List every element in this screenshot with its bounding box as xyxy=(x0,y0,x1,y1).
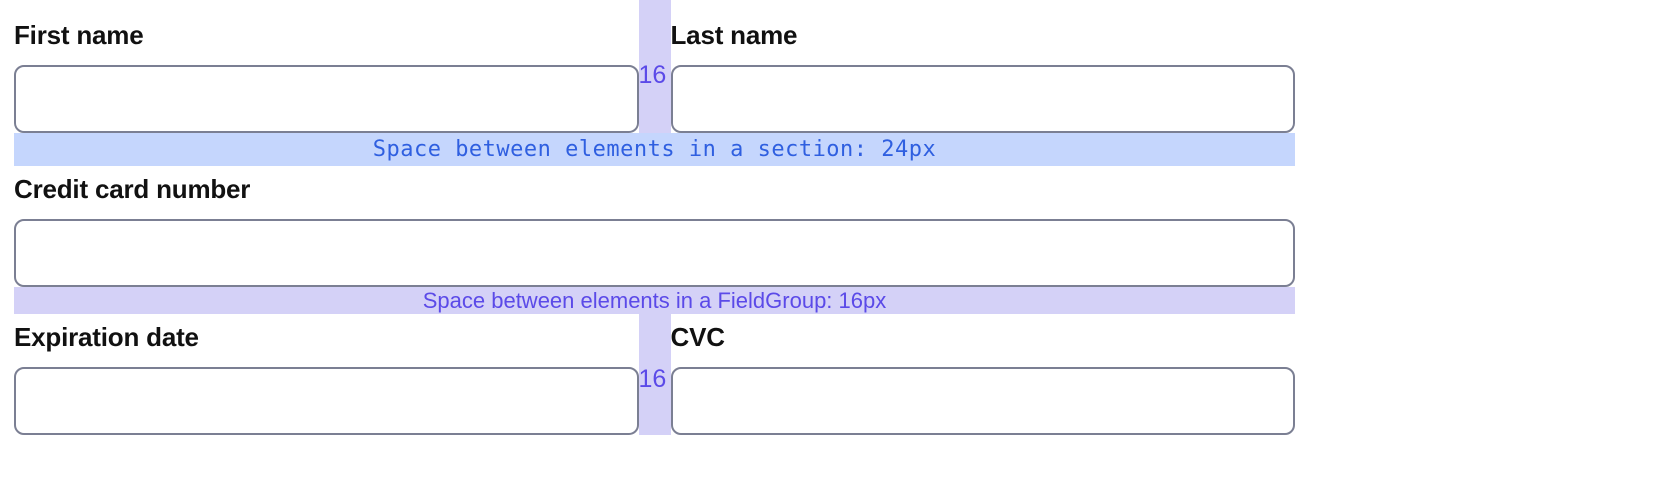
first-name-label: First name xyxy=(14,20,144,50)
expiry-row: Expiration date 16 CVC xyxy=(14,314,1295,435)
last-name-input[interactable] xyxy=(670,65,1295,133)
credit-card-number-field: Credit card number xyxy=(14,166,1295,287)
column-gap-band xyxy=(638,314,671,435)
cvc-field: CVC xyxy=(670,314,1295,435)
section-spacing-annotation: Space between elements in a section: 24p… xyxy=(14,133,1295,166)
expiration-date-label: Expiration date xyxy=(14,322,199,352)
name-row-gap: 16 xyxy=(638,0,671,133)
first-name-field: First name xyxy=(14,0,639,133)
name-row: First name 16 Last name xyxy=(14,0,1295,133)
fieldgroup-spacing-annotation: Space between elements in a FieldGroup: … xyxy=(14,287,1295,314)
last-name-label: Last name xyxy=(670,20,798,50)
cvc-label: CVC xyxy=(670,322,725,352)
expiration-date-input[interactable] xyxy=(14,367,639,435)
cvc-input[interactable] xyxy=(670,367,1295,435)
form-content: First name 16 Last name Space between el… xyxy=(14,0,1295,435)
expiry-row-gap: 16 xyxy=(638,314,671,435)
credit-card-number-input[interactable] xyxy=(14,219,1295,287)
expiration-date-field: Expiration date xyxy=(14,314,639,435)
last-name-field: Last name xyxy=(670,0,1295,133)
credit-card-number-label: Credit card number xyxy=(14,174,251,204)
first-name-input[interactable] xyxy=(14,65,639,133)
credit-card-row: Credit card number xyxy=(14,166,1295,287)
column-gap-band xyxy=(638,0,671,133)
